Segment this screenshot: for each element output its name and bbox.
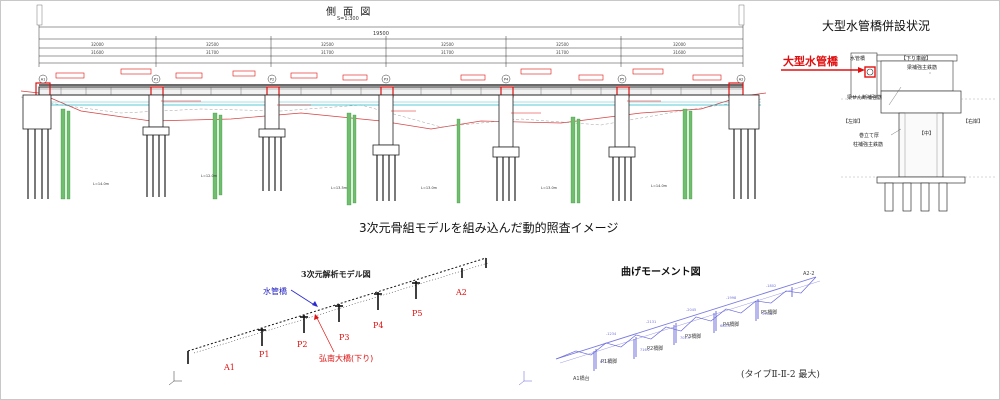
svg-text:31700: 31700 — [321, 50, 334, 55]
label-p1: P1 — [154, 78, 158, 82]
model-bridge-label: 弘南大橋(下り) — [319, 354, 374, 363]
pier-p5 — [608, 94, 636, 201]
model-node-a2: A2 — [456, 288, 467, 297]
moment-label-p5: P5橋脚 — [761, 310, 778, 316]
cross-section-title: 大型水管橋併設状況 — [822, 19, 931, 33]
pier-p1 — [142, 94, 170, 197]
cross-section-drawing — [781, 52, 996, 212]
model-node-p2: P2 — [297, 340, 308, 349]
model-3d-drawing — [168, 257, 489, 386]
moment-diagram: -1234 -2131 -2045 -1998 -1802 611.6 716.2 702… — [518, 276, 821, 386]
left-bank-label: 【左岸】 — [843, 119, 864, 125]
model-node-p1: P1 — [259, 350, 270, 359]
moment-label-p2: P2橋脚 — [647, 346, 664, 352]
side-view-scale: S=1:300 — [337, 16, 359, 22]
svg-text:-1998: -1998 — [726, 296, 736, 300]
svg-text:L=13.0m: L=13.0m — [421, 186, 438, 190]
svg-text:31700: 31700 — [556, 50, 569, 55]
center-label: 【中】 — [919, 131, 935, 137]
label-p5: P5 — [620, 78, 624, 82]
label-a2: A2 — [739, 78, 744, 82]
svg-text:L=13.0m: L=13.0m — [541, 186, 558, 190]
svg-text:32500: 32500 — [441, 42, 454, 47]
svg-text:716.2: 716.2 — [640, 348, 650, 352]
svg-text:32000: 32000 — [91, 42, 104, 47]
shear-reinforcement-note: 梁せん断補強筋 — [847, 95, 883, 101]
svg-text:32500: 32500 — [321, 42, 334, 47]
svg-text:-2045: -2045 — [686, 308, 696, 312]
svg-text:32500: 32500 — [206, 42, 219, 47]
side-view-caption: 3次元骨組モデルを組み込んだ動的照査イメージ — [359, 221, 619, 235]
svg-text:L=13.5m: L=13.5m — [331, 186, 348, 190]
svg-text:32500: 32500 — [556, 42, 569, 47]
svg-text:31600: 31600 — [673, 50, 686, 55]
svg-text:31700: 31700 — [206, 50, 219, 55]
side-elevation-drawing: 19500 32000 32500 32500 32500 32500 32000 31… — [20, 4, 767, 206]
svg-text:611.6: 611.6 — [600, 360, 610, 364]
label-p2: P2 — [270, 78, 274, 82]
svg-text:-2131: -2131 — [646, 320, 656, 324]
svg-text:L=14.0m: L=14.0m — [651, 184, 668, 188]
model-node-p3: P3 — [339, 333, 350, 342]
model-node-p5: P5 — [412, 309, 423, 318]
svg-text:L=14.0m: L=14.0m — [93, 182, 110, 186]
pier-p2 — [258, 94, 286, 191]
girder-reinforcement-note: 梁補強主鉄筋 — [907, 65, 938, 71]
moment-label-p1: P1橋脚 — [601, 359, 618, 365]
moment-label-p4: P4橋脚 — [723, 322, 740, 328]
pier-p3 — [372, 94, 400, 201]
column-reinforcement-note: 柱補強主鉄筋 — [853, 142, 884, 148]
model-node-a1: A1 — [224, 363, 235, 372]
label-p4: P4 — [504, 78, 509, 82]
label-p3: P3 — [384, 78, 388, 82]
jacket-thickness-note: 巻立て厚 — [859, 133, 880, 139]
moment-label-a2: A2-2 — [803, 271, 815, 277]
right-bank-label: 【右岸】 — [963, 119, 984, 125]
svg-text:32000: 32000 — [673, 42, 686, 47]
svg-text:31600: 31600 — [91, 50, 104, 55]
svg-text:688.4: 688.4 — [720, 324, 731, 328]
moment-label-a1: A1橋台 — [573, 376, 590, 382]
pipe-box-label: 水管橋 — [850, 56, 866, 62]
svg-text:L=12.0m: L=12.0m — [201, 174, 218, 178]
moment-title: 曲げモーメント図 — [621, 267, 701, 278]
total-length-dimension: 19500 — [373, 31, 389, 37]
svg-text:594.8: 594.8 — [762, 312, 772, 316]
pier-p4 — [492, 94, 520, 201]
svg-text:-1802: -1802 — [766, 284, 776, 288]
svg-text:702.9: 702.9 — [680, 336, 690, 340]
label-a1: A1 — [41, 78, 46, 82]
model-3d-title: 3次元解析モデル図 — [301, 269, 371, 279]
side-view-title: 側 面 図 — [326, 7, 373, 18]
large-pipe-label: 大型水管橋 — [783, 55, 838, 68]
moment-caption: (タイプⅡ-Ⅱ-2 最大) — [741, 370, 820, 380]
down-line-label: 【下り車線】 — [901, 56, 932, 62]
moment-label-p3: P3橋脚 — [685, 334, 702, 340]
model-pipe-label: 水管橋 — [263, 287, 287, 296]
svg-text:31700: 31700 — [441, 50, 454, 55]
svg-text:-1234: -1234 — [606, 332, 617, 336]
model-node-p4: P4 — [373, 321, 384, 330]
